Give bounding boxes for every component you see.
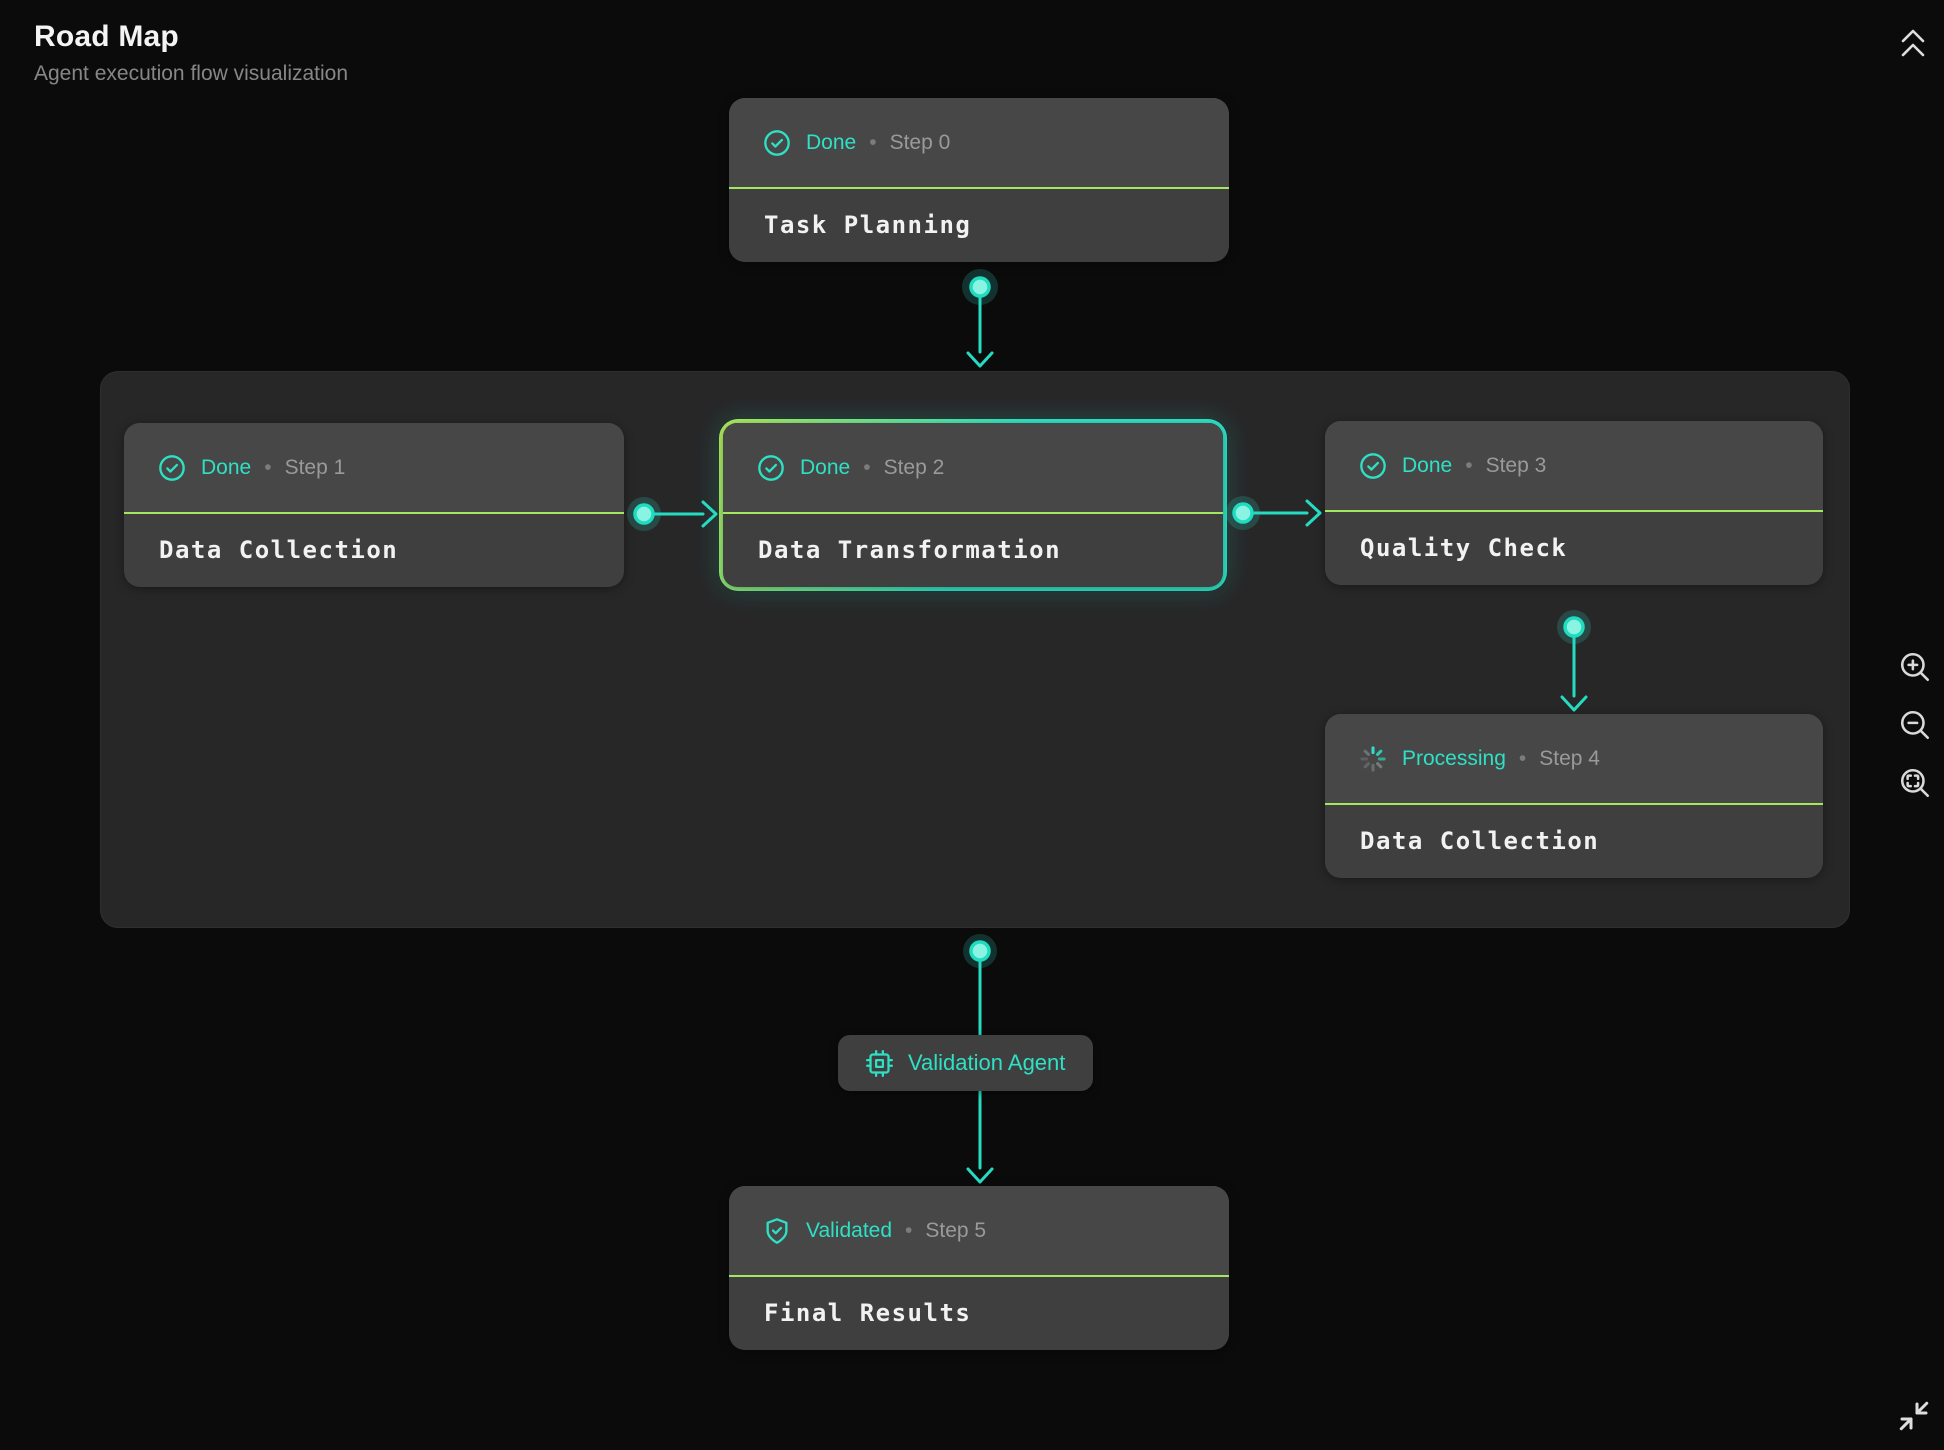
bullet-separator: • [863, 455, 871, 479]
node-quality-check[interactable]: Done • Step 3 Quality Check [1325, 421, 1823, 585]
node-status: Done [806, 130, 857, 154]
node-title: Task Planning [764, 210, 972, 239]
zoom-controls [1898, 650, 1932, 800]
zoom-out-button[interactable] [1898, 708, 1932, 742]
node-body: Data Collection [1325, 805, 1823, 876]
node-body: Data Collection [124, 514, 624, 585]
node-title: Quality Check [1360, 533, 1568, 562]
node-step-label: Step 0 [889, 130, 951, 154]
minimize-view-button[interactable] [1896, 1398, 1932, 1434]
node-data-collection-1[interactable]: Done • Step 1 Data Collection [124, 423, 624, 587]
node-status: Done [1402, 453, 1453, 477]
chevrons-up-icon [1894, 29, 1932, 67]
node-body: Task Planning [729, 189, 1229, 260]
node-header: Done • Step 3 [1325, 421, 1823, 512]
node-header: Done • Step 2 [723, 423, 1223, 514]
check-circle-icon [158, 454, 186, 482]
node-body: Data Transformation [723, 514, 1223, 585]
node-body: Final Results [729, 1277, 1229, 1348]
bullet-separator: • [869, 130, 877, 154]
node-status: Processing [1402, 746, 1506, 770]
bullet-separator: • [264, 455, 272, 479]
node-header: Processing • Step 4 [1325, 714, 1823, 805]
node-data-collection-2[interactable]: Processing • Step 4 Data Collection [1325, 714, 1823, 878]
page-title: Road Map [34, 20, 179, 53]
zoom-out-icon [1898, 710, 1932, 745]
zoom-to-fit-button[interactable] [1898, 766, 1932, 800]
zoom-in-icon [1898, 652, 1932, 687]
node-step-label: Step 2 [883, 455, 945, 479]
connector-dot [963, 934, 997, 968]
minimize-icon [1896, 1401, 1932, 1437]
check-circle-icon [1359, 452, 1387, 480]
page-subtitle: Agent execution flow visualization [34, 62, 349, 85]
node-status: Done [201, 455, 252, 479]
node-step-label: Step 1 [284, 455, 346, 479]
connector-dot [962, 269, 998, 305]
node-header: Validated • Step 5 [729, 1186, 1229, 1277]
node-title: Final Results [764, 1298, 972, 1327]
node-final-results[interactable]: Validated • Step 5 Final Results [729, 1186, 1229, 1350]
node-step-label: Step 4 [1539, 746, 1600, 770]
node-title: Data Collection [159, 535, 399, 564]
node-title: Data Collection [1360, 826, 1600, 855]
bullet-separator: • [1465, 453, 1473, 477]
bullet-separator: • [905, 1218, 913, 1242]
zoom-to-fit-icon [1898, 768, 1932, 803]
validation-agent-badge[interactable]: Validation Agent [838, 1035, 1094, 1091]
validation-agent-label: Validation Agent [908, 1050, 1066, 1075]
bullet-separator: • [1518, 746, 1527, 770]
node-status: Validated [806, 1218, 893, 1242]
shield-check-icon [763, 1217, 791, 1245]
cpu-icon [866, 1049, 893, 1077]
zoom-in-button[interactable] [1898, 650, 1932, 684]
node-step-label: Step 3 [1485, 453, 1547, 477]
node-data-transformation-highlight: Done • Step 2 Data Transformation [719, 419, 1227, 591]
node-status: Done [800, 455, 851, 479]
node-title: Data Transformation [758, 535, 1062, 564]
node-data-transformation[interactable]: Done • Step 2 Data Transformation [723, 423, 1223, 587]
node-header: Done • Step 0 [729, 98, 1229, 189]
node-step-label: Step 5 [925, 1218, 987, 1242]
spinner-icon [1359, 745, 1387, 773]
node-header: Done • Step 1 [124, 423, 624, 514]
node-task-planning[interactable]: Done • Step 0 Task Planning [729, 98, 1229, 262]
check-circle-icon [757, 454, 785, 482]
check-circle-icon [763, 129, 791, 157]
node-body: Quality Check [1325, 512, 1823, 583]
collapse-panel-button[interactable] [1894, 24, 1932, 64]
